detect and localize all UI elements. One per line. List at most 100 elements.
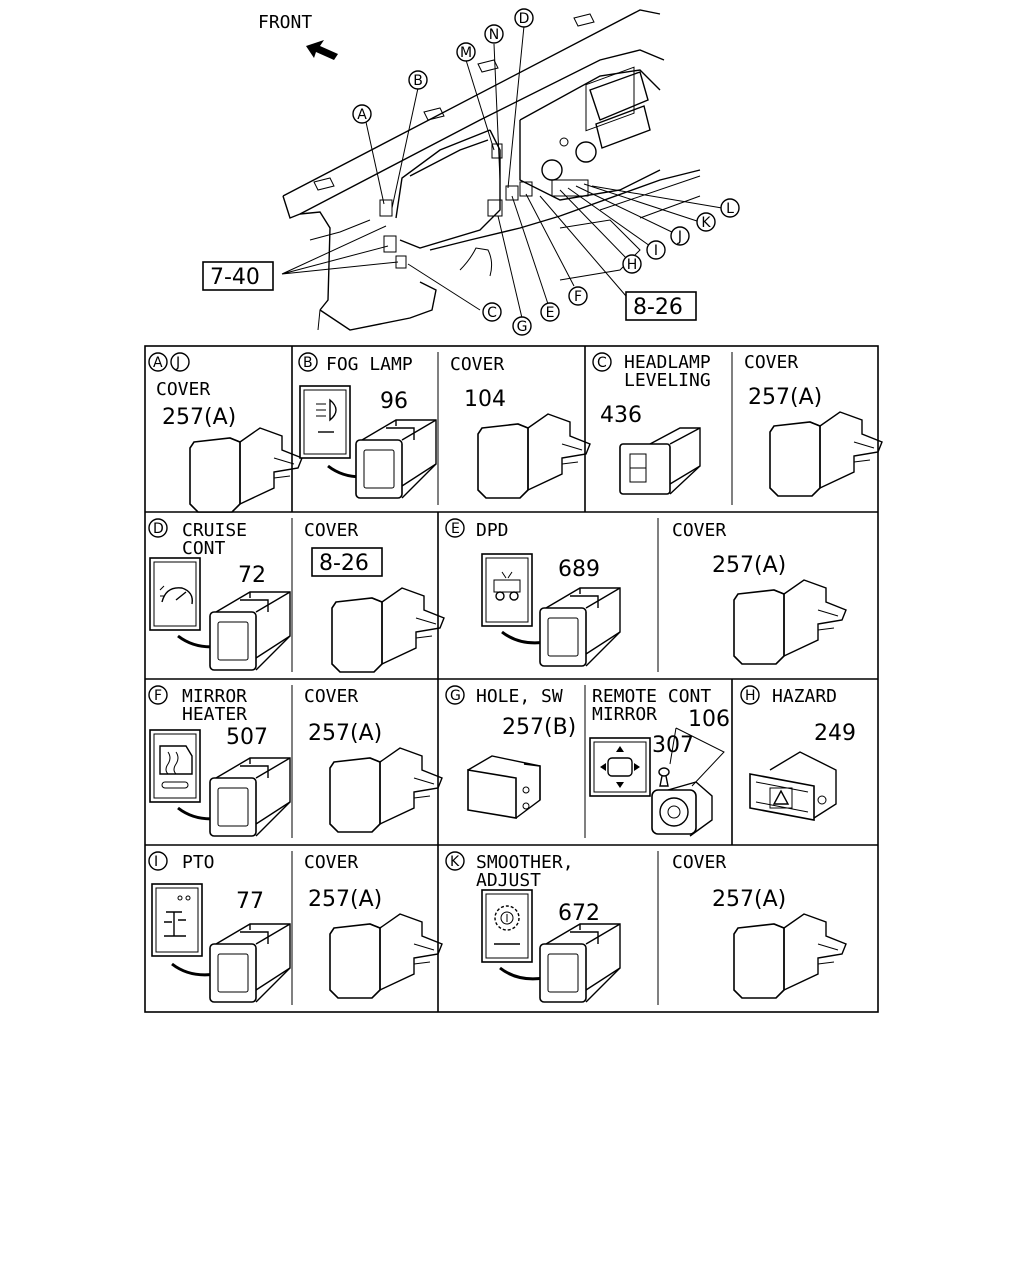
cruise-control-icon	[159, 585, 193, 605]
callout-e-icon: E	[445, 518, 465, 538]
cover-blank-icon	[477, 413, 591, 499]
cell-c-cover-title: COVER	[744, 352, 798, 373]
svg-text:I: I	[154, 854, 158, 870]
svg-text:B: B	[413, 73, 423, 89]
hole-switch-blank-icon	[467, 755, 541, 819]
cell-g: G HOLE, SW 257(B)	[445, 685, 576, 819]
part-number-257a: 257(A)	[748, 385, 822, 410]
front-label: FRONT	[258, 12, 312, 33]
overview-callout-d-icon: D	[514, 8, 534, 28]
part-number-257a: 257(A)	[308, 721, 382, 746]
cell-k: K SMOOTHER, ADJUST 672	[445, 851, 621, 1003]
cell-c-title-2: LEVELING	[624, 370, 711, 391]
svg-text:J: J	[677, 229, 682, 245]
smoother-gear-icon	[494, 905, 520, 945]
part-number-257a: 257(A)	[308, 887, 382, 912]
ref-8-26-label: 8-26	[319, 551, 369, 576]
cell-f: F MIRROR HEATER 507	[148, 685, 291, 837]
cover-blank-icon	[331, 587, 445, 673]
callout-b-icon: B	[298, 352, 318, 372]
cell-b-cover-title: COVER	[450, 354, 504, 375]
ref-box-7-40	[202, 261, 274, 291]
cell-g-title: HOLE, SW	[476, 686, 563, 707]
svg-text:D: D	[153, 521, 164, 537]
overview-callout-a-icon: A	[352, 104, 372, 124]
svg-text:N: N	[489, 27, 499, 43]
cell-e-cover-title: COVER	[672, 520, 726, 541]
svg-text:A: A	[153, 355, 163, 371]
cell-f-title-2: HEATER	[182, 704, 247, 725]
cell-remote-mirror-title-2: MIRROR	[592, 704, 657, 725]
front-arrow-icon	[306, 40, 338, 60]
svg-text:G: G	[517, 319, 528, 335]
dpd-icon	[493, 571, 521, 601]
part-number-672: 672	[558, 901, 600, 926]
cruise-control-panel	[149, 557, 201, 631]
svg-text:M: M	[460, 45, 472, 61]
cell-i-cover: COVER 257(A)	[304, 852, 443, 999]
cell-remote-mirror-title-1: REMOTE CONT	[592, 686, 711, 707]
svg-text:F: F	[154, 688, 162, 704]
overview-callout-b-icon: B	[408, 70, 428, 90]
callout-d-icon: D	[148, 518, 168, 538]
mirror-knob-icon	[658, 767, 670, 787]
cell-k-title-1: SMOOTHER,	[476, 852, 574, 873]
part-number-257b: 257(B)	[502, 715, 576, 740]
part-number-72: 72	[238, 563, 266, 588]
cell-b: B FOG LAMP 96	[298, 352, 437, 499]
overview-callout-k-icon: K	[696, 212, 716, 232]
callout-c-icon: C	[592, 352, 612, 372]
cover-blank-icon	[329, 913, 443, 999]
remote-mirror-panel	[589, 737, 651, 797]
dpd-switch-icon	[539, 587, 621, 667]
cell-i: I PTO 77	[148, 851, 291, 1003]
overview-callout-i-icon: I	[646, 240, 666, 260]
cover-blank-icon	[769, 411, 883, 497]
overview-callout-g-icon: G	[512, 316, 532, 336]
part-number-77: 77	[236, 889, 264, 914]
cell-c-title-1: HEADLAMP	[624, 352, 711, 373]
overview-callout-j-icon: J	[670, 226, 690, 246]
overview-callout-e-icon: E	[540, 302, 560, 322]
smoother-switch-icon	[539, 923, 621, 1003]
svg-text:H: H	[627, 257, 638, 273]
fog-lamp-icon	[316, 398, 337, 433]
part-number-106: 106	[688, 707, 730, 732]
cell-k-cover: COVER 257(A)	[672, 852, 847, 999]
smoother-adjust-panel	[481, 889, 533, 963]
svg-text:E: E	[546, 305, 555, 321]
overview-callout-m-icon: M	[456, 42, 476, 62]
cell-k-cover-title: COVER	[672, 852, 726, 873]
callout-f-icon: F	[148, 685, 168, 705]
callout-k-icon: K	[445, 851, 465, 871]
cell-c-cover: COVER 257(A)	[744, 352, 883, 497]
svg-text:A: A	[357, 107, 367, 123]
part-number-689: 689	[558, 557, 600, 582]
cell-f-cover: COVER 257(A)	[304, 686, 443, 833]
cell-f-title-1: MIRROR	[182, 686, 247, 707]
cell-k-title-2: ADJUST	[476, 870, 541, 891]
ref-7-40-label: 7-40	[210, 265, 260, 290]
cell-e-title: DPD	[476, 520, 509, 541]
cruise-control-switch-icon	[209, 591, 291, 671]
svg-text:C: C	[597, 355, 607, 371]
cover-blank-icon	[329, 747, 443, 833]
callout-a-icon: A	[148, 352, 168, 372]
callout-g-icon: G	[445, 685, 465, 705]
ref-box-8-26	[311, 547, 383, 577]
mirror-heater-icon	[159, 745, 193, 789]
cell-h: H HAZARD 249	[740, 685, 856, 821]
part-number-257a: 257(A)	[712, 553, 786, 578]
cell-d-cover: COVER 8-26	[304, 520, 445, 673]
svg-text:E: E	[451, 521, 460, 537]
cell-remote-mirror: REMOTE CONT MIRROR 106 307	[589, 686, 730, 837]
cell-d-title-1: CRUISE	[182, 520, 247, 541]
cover-blank-icon	[189, 427, 303, 513]
cell-d-title-2: CONT	[182, 538, 226, 559]
svg-text:H: H	[745, 688, 756, 704]
ref-8-26-label: 8-26	[633, 295, 683, 320]
cell-d: D CRUISE CONT 72	[148, 518, 291, 671]
cell-e-cover: COVER 257(A)	[672, 520, 847, 665]
cell-e: E DPD 689	[445, 518, 621, 667]
